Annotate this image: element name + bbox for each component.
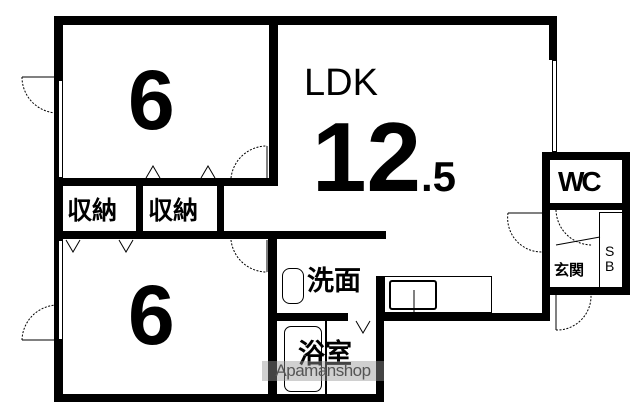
wall-wash-bath-divider	[268, 313, 348, 321]
storage-label-left: 収納	[67, 196, 118, 225]
entrance-label: 玄関	[554, 261, 585, 279]
room-label-western-top: 6	[128, 53, 175, 147]
wall-top	[54, 16, 557, 25]
shoe-box-label-b: B	[605, 258, 615, 274]
wall-room1-bottom	[54, 178, 278, 186]
window-ldk-right	[552, 60, 557, 152]
kitchen-sink	[389, 280, 437, 310]
wall-room1-right	[269, 16, 278, 186]
wall-right-upper	[549, 16, 557, 60]
ldk-size-main: 12	[312, 102, 422, 212]
wc-label: WC	[558, 166, 602, 197]
bathroom-label: 浴室	[298, 339, 352, 370]
room-label-ldk: LDK	[304, 62, 378, 104]
storage-label-right: 収納	[148, 196, 199, 225]
wc-wall-bottom	[542, 203, 630, 210]
wall-storage-divider	[136, 178, 143, 238]
watermark: Apamanshop	[262, 361, 384, 381]
wc-wall-right	[622, 152, 630, 295]
washbasin	[282, 268, 304, 304]
shoe-box	[599, 212, 623, 288]
wc-wall-top	[542, 152, 630, 160]
wall-bathroom-right	[376, 276, 384, 402]
washroom-label: 洗面	[307, 266, 361, 297]
bath-partition	[325, 321, 327, 394]
wall-left	[54, 16, 63, 402]
wall-bottom-left	[54, 394, 384, 402]
room-label-western-bottom: 6	[128, 268, 175, 362]
wall-entry-left	[542, 152, 550, 321]
entry-wall-bottom	[542, 287, 630, 295]
ldk-size-fraction: .5	[421, 153, 457, 200]
shoe-box-label-s: S	[605, 243, 615, 259]
room-size-ldk: 12.5	[312, 108, 456, 206]
window-left-bottom	[58, 240, 63, 340]
wall-storage-right	[217, 178, 224, 238]
window-left-top	[58, 80, 63, 178]
wall-kitchen-bottom	[376, 313, 550, 321]
bathtub	[284, 326, 322, 392]
